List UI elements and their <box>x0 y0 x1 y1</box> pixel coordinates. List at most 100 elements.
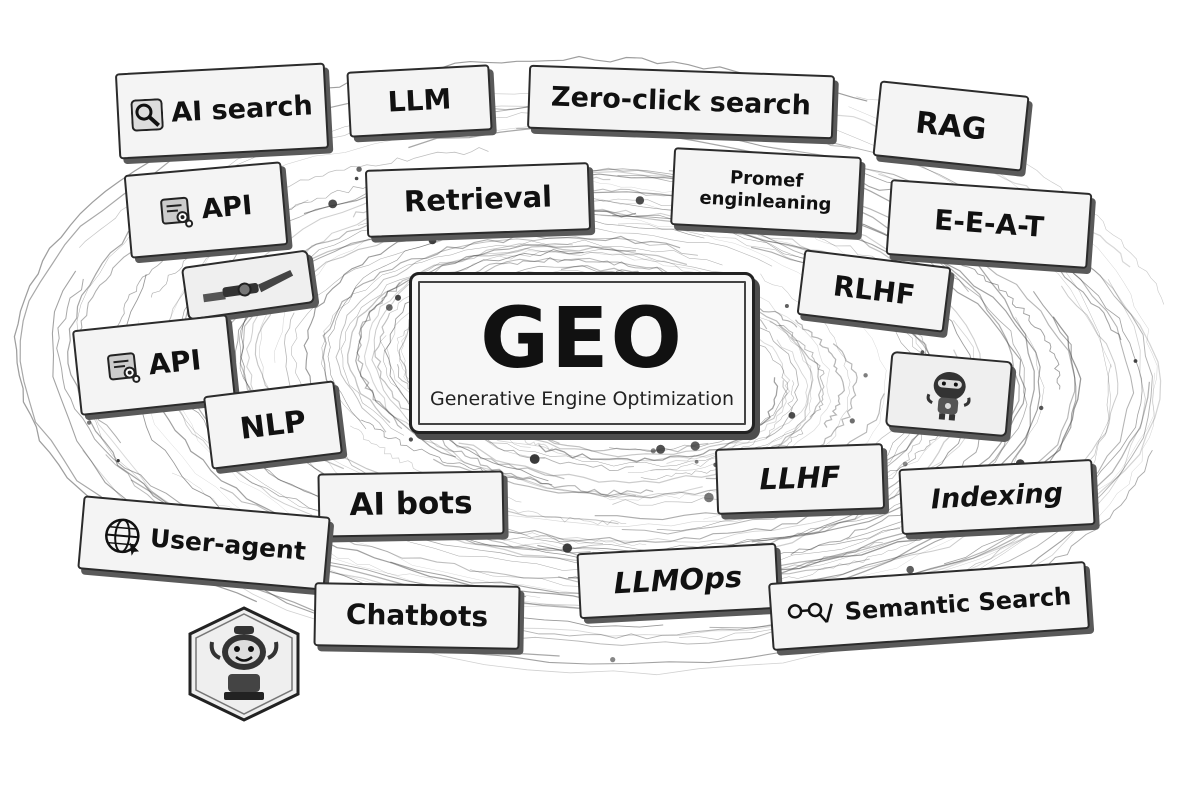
tag-llm-label: LLM <box>386 81 453 119</box>
geo-subtitle: Generative Engine Optimization <box>430 388 734 410</box>
tool-pipeline-icon <box>202 269 294 303</box>
tag-ai-search-label: AI search <box>170 90 314 129</box>
pencil-dot <box>635 196 645 205</box>
tag-chatbots: Chatbots <box>313 582 521 650</box>
pencil-dot <box>784 304 789 308</box>
pencil-stroke <box>947 255 1061 390</box>
tag-zero-click-search: Zero-click search <box>526 64 836 140</box>
pencil-dot <box>529 454 540 464</box>
tag-llhf-label: LLHF <box>758 459 842 497</box>
tag-llmops-label: LLMOps <box>612 559 744 601</box>
pencil-stroke <box>795 319 845 428</box>
tag-retrieval-label: Retrieval <box>403 179 553 219</box>
pencil-stroke <box>499 250 832 457</box>
api-document-icon <box>106 352 141 383</box>
tag-semantic-search-label: Semantic Search <box>843 581 1073 626</box>
api-document-icon <box>159 196 193 228</box>
pencil-stroke <box>639 163 1020 588</box>
tag-eeat-label: E-E-A-T <box>933 202 1045 244</box>
tag-api-mid-label: API <box>146 342 203 382</box>
robot-badge-card <box>884 350 1014 438</box>
tag-retrieval: Retrieval <box>364 162 592 238</box>
tag-api-mid: API <box>71 314 237 416</box>
robot-hexagon-badge <box>188 606 300 722</box>
pencil-dot <box>562 543 572 553</box>
tag-api-top: API <box>123 161 289 259</box>
tag-rag: RAG <box>872 80 1030 172</box>
pencil-dot <box>788 412 796 419</box>
pencil-stroke <box>418 426 654 496</box>
pencil-stroke <box>82 279 1146 676</box>
tag-indexing: Indexing <box>898 458 1096 536</box>
pencil-stroke <box>355 244 636 458</box>
pencil-stroke <box>650 380 795 471</box>
pencil-dot <box>116 459 120 463</box>
magnifier-icon <box>130 98 164 132</box>
pencil-stroke <box>627 288 812 473</box>
pencil-dot <box>656 444 666 454</box>
pencil-stroke <box>322 234 681 395</box>
pencil-stroke <box>371 243 636 498</box>
tag-zero-click-label: Zero-click search <box>550 81 812 122</box>
pencil-dot <box>1039 405 1044 411</box>
pencil-dot <box>356 166 362 172</box>
tag-eeat: E-E-A-T <box>885 179 1093 269</box>
pencil-dot <box>395 294 401 301</box>
pencil-stroke <box>291 226 773 391</box>
pencil-stroke <box>216 461 901 565</box>
pencil-dot <box>690 441 700 451</box>
pencil-dot <box>87 420 92 425</box>
pencil-stroke <box>384 249 584 482</box>
tag-llmops: LLMOps <box>576 542 780 620</box>
geo-center-card: GEO Generative Engine Optimization <box>409 272 755 434</box>
tag-prompt-line2: enginleaning <box>698 187 832 216</box>
tool-pipeline-card <box>180 249 316 321</box>
connected-nodes-icon <box>788 602 834 623</box>
tag-nlp-label: NLP <box>238 403 308 447</box>
geo-title: GEO <box>480 289 684 387</box>
tag-chatbots-label: Chatbots <box>345 597 489 633</box>
tag-semantic-search: Semantic Search <box>768 560 1090 652</box>
pencil-stroke <box>769 320 825 418</box>
tag-ai-search: AI search <box>114 62 330 160</box>
pencil-dot <box>704 492 714 503</box>
pencil-dot <box>328 199 338 209</box>
tag-user-agent: User-agent <box>77 495 331 591</box>
tag-rlhf-label: RLHF <box>831 268 917 312</box>
pencil-dot <box>902 461 908 467</box>
globe-icon <box>104 518 140 556</box>
pencil-stroke <box>327 218 705 430</box>
pencil-stroke <box>161 359 941 572</box>
tag-user-agent-label: User-agent <box>148 523 308 567</box>
pencil-dot <box>849 418 855 424</box>
pencil-dot <box>1133 359 1138 363</box>
pencil-stroke <box>284 312 604 544</box>
pencil-stroke <box>56 278 527 598</box>
tag-prompt-engineering: Promef enginleaning <box>670 147 862 235</box>
pencil-stroke <box>356 282 403 430</box>
pencil-dot <box>408 437 413 442</box>
pencil-dot <box>385 304 393 311</box>
pencil-stroke <box>321 239 723 421</box>
tag-rag-label: RAG <box>913 104 989 148</box>
pencil-dot <box>354 176 359 181</box>
tag-llhf: LLHF <box>714 443 886 515</box>
tag-ai-bots-label: AI bots <box>349 484 473 524</box>
pencil-dot <box>650 448 656 454</box>
tag-prompt-line1: Promef <box>729 167 804 193</box>
robot-icon <box>926 372 971 421</box>
pencil-stroke <box>335 237 698 433</box>
pencil-stroke <box>538 377 779 463</box>
robot-icon <box>209 626 279 700</box>
pencil-stroke <box>347 245 688 424</box>
tag-ai-bots: AI bots <box>317 470 505 538</box>
tag-indexing-label: Indexing <box>930 477 1064 516</box>
pencil-dot <box>694 459 699 464</box>
pencil-dot <box>428 236 437 245</box>
pencil-dot <box>906 565 914 574</box>
tag-api-top-label: API <box>200 190 254 226</box>
tag-llm: LLM <box>346 64 493 138</box>
pencil-dot <box>863 373 868 378</box>
pencil-dot <box>610 657 616 663</box>
